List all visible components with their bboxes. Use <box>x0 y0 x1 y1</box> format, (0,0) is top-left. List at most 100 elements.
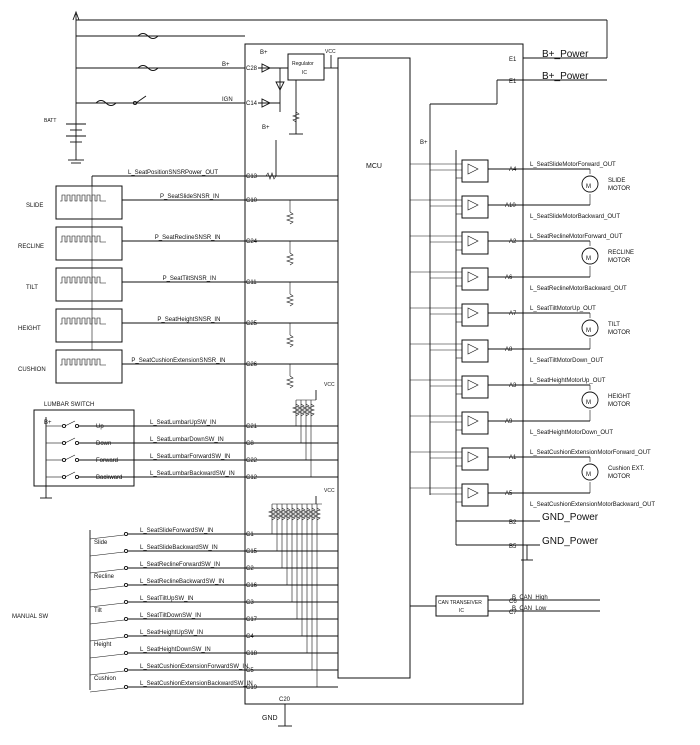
vcc-pullup-2: VCC <box>324 488 335 494</box>
hbridge-gate-3-0 <box>467 379 479 391</box>
motor-signal-b-2: L_SeatTiltMotorDown_OUT <box>530 358 604 364</box>
hbridge-driver-1-0 <box>461 231 489 255</box>
sensors-layer: SLIDEP_SeatSlideSNSR_INC10RECLINEP_SeatR… <box>18 185 338 389</box>
lumbar-pin-3: C12 <box>246 475 258 481</box>
sensor-box-1 <box>55 226 123 261</box>
motor-pin-a-1: A2 <box>509 239 517 245</box>
bplus-internal-1: B+ <box>260 50 268 56</box>
motor-symbol-2 <box>581 319 599 337</box>
motor-signal-b-3: L_SeatHeightMotorDown_OUT <box>530 430 613 436</box>
sensor-pulse-4 <box>60 358 106 366</box>
motor-name1-2: TILT <box>608 322 620 328</box>
sensor-name-3: HEIGHT <box>18 326 41 332</box>
sensor-name-4: CUSHION <box>18 367 46 373</box>
manual-pin-1-1: C16 <box>246 583 258 589</box>
diode-1 <box>261 63 272 73</box>
manual-pin-4-0: C5 <box>246 668 254 674</box>
lumbar-pullup-1 <box>297 403 305 417</box>
hbridge-gate-2-0 <box>467 307 479 319</box>
manual-contact-4-1 <box>123 684 129 690</box>
fuse-2 <box>137 65 159 71</box>
right-power-layer: B+_PowerE1B+_PowerE1GND_PowerB2GND_Power… <box>509 49 599 616</box>
manual-name-2: Tilt <box>94 608 102 614</box>
bplus-hbridge-label: B+ <box>420 140 428 146</box>
motor-signal-a-3: L_SeatHeightMotorUp_OUT <box>530 378 606 384</box>
manual-pullup-0 <box>268 507 276 521</box>
motor-pin-a-3: A3 <box>509 383 517 389</box>
lumbar-bplus: B+ <box>44 420 52 426</box>
manual-signal-0-1: L_SeatSlideBackwardSW_IN <box>140 545 218 551</box>
motor-symbol-0 <box>581 175 599 193</box>
sensor-power-signal: L_SeatPositionSNSRPower_OUT <box>128 170 218 176</box>
lumbar-blade-1 <box>64 437 76 444</box>
vcc-top-label: VCC <box>325 49 336 55</box>
sensor-pd-resistor-1 <box>286 252 294 266</box>
right-label-canh: B_CAN_High <box>512 595 548 601</box>
motor-pin-a-4: A1 <box>509 455 517 461</box>
sensor-pd-resistor-2 <box>286 293 294 307</box>
sensor-signal-label-2: P_SeatTiltSNSR_IN <box>163 276 216 282</box>
battery-symbol <box>66 123 86 164</box>
motor-pin-b-2: A8 <box>505 347 513 353</box>
motor-name1-0: SLIDE <box>608 178 625 184</box>
lumbar-name-0: Up <box>96 424 104 430</box>
sensor-pin-0: C10 <box>246 198 258 204</box>
sensor-pulse-1 <box>60 235 106 243</box>
hbridge-driver-3-0 <box>461 375 489 399</box>
manual-pullup-2 <box>278 507 286 521</box>
manual-signal-0-0: L_SeatSlideForwardSW_IN <box>140 528 213 534</box>
sensor-box-0 <box>55 185 123 220</box>
motors-layer: M SLIDE MOTOR L_SeatSlideMotorForward_OUT L_… <box>410 159 655 508</box>
bplus-internal-2: B+ <box>262 125 270 131</box>
lumbar-pullup-2 <box>302 403 310 417</box>
motor-name2-1: MOTOR <box>608 258 631 264</box>
hbridge-gate-1-1 <box>467 271 479 283</box>
lumbar-layer: UpL_SeatLumbarUpSW_INC21DownL_SeatLumbar… <box>46 399 338 481</box>
manual-pullup-3 <box>283 507 291 521</box>
motor-name2-4: MOTOR <box>608 474 631 480</box>
lumbar-pullup-0 <box>292 403 300 417</box>
manual-signal-1-1: L_SeatReclineBackwardSW_IN <box>140 579 224 585</box>
manual-contact-1-0 <box>123 565 129 571</box>
manual-blade-1-0 <box>89 568 125 574</box>
manual-blade-2-0 <box>89 602 125 608</box>
manual-pullup-5 <box>293 507 301 521</box>
hbridge-gate-4-0 <box>467 451 479 463</box>
manual-name-0: Slide <box>94 540 108 546</box>
motor-name2-0: MOTOR <box>608 186 631 192</box>
hbridge-driver-4-1 <box>461 483 489 507</box>
sensor-box-2 <box>55 267 123 302</box>
sensor-pin-3: C25 <box>246 321 258 327</box>
hbridge-gate-4-1 <box>467 487 479 499</box>
manual-pin-0-1: C15 <box>246 549 258 555</box>
manual-pin-4-1: C19 <box>246 685 258 691</box>
manual-blade-3-0 <box>89 636 125 642</box>
sensor-pin-1: C24 <box>246 239 258 245</box>
sensor-name-1: RECLINE <box>18 244 44 250</box>
motor-pin-b-4: A5 <box>505 491 513 497</box>
hbridge-gate-2-1 <box>467 343 479 355</box>
sensor-pin-4: C26 <box>246 362 258 368</box>
sensor-power-resistor <box>265 172 277 180</box>
motor-pin-a-0: A4 <box>509 167 517 173</box>
hbridge-driver-2-1 <box>461 339 489 363</box>
lumbar-contact-b-2 <box>74 457 80 463</box>
manual-pin-3-0: C4 <box>246 634 254 640</box>
manual-pullup-6 <box>298 507 306 521</box>
sensor-pulse-0 <box>60 194 106 202</box>
right-pin-bp1: E1 <box>509 57 517 63</box>
right-pin-canl: C7 <box>509 610 517 616</box>
manual-blade-1-1 <box>89 585 125 591</box>
regulator-label-2: IC <box>302 70 307 76</box>
motor-signal-a-0: L_SeatSlideMotorForward_OUT <box>530 162 616 168</box>
motor-symbol-3 <box>581 391 599 409</box>
manual-signal-2-0: L_SeatTiltUpSW_IN <box>140 596 193 602</box>
right-label-bp2: B+_Power <box>542 71 589 82</box>
fuse-1 <box>137 33 159 39</box>
lumbar-title: LUMBAR SWITCH <box>44 402 94 408</box>
manual-signal-2-1: L_SeatTiltDownSW_IN <box>140 613 201 619</box>
manual-layer: SlideL_SeatSlideForwardSW_INC1L_SeatSlid… <box>89 503 338 693</box>
motor-symbol-label-2: M <box>586 328 591 334</box>
motor-name2-2: MOTOR <box>608 330 631 336</box>
